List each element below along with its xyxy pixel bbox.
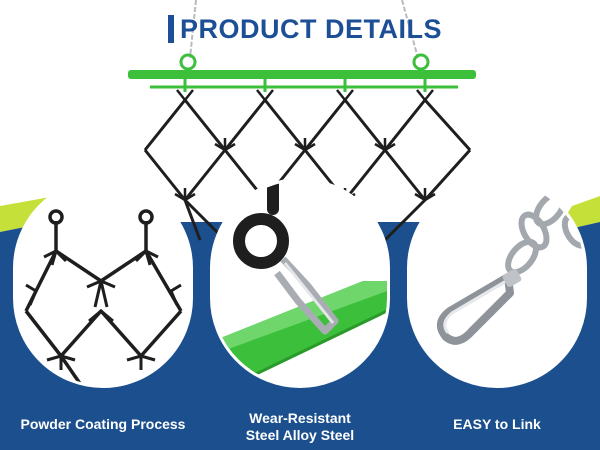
header: PRODUCT DETAILS: [168, 12, 442, 46]
page-title: PRODUCT DETAILS: [180, 13, 442, 44]
snap-hook-chain-image: [410, 181, 584, 385]
chain-mesh-closeup-image: [16, 181, 190, 385]
detail-card-wear-resistant: [210, 178, 390, 388]
feature-caption-easy-link: EASY to Link: [453, 416, 541, 432]
title-accent-bar: [168, 15, 174, 43]
ring-hook-closeup-image: [213, 181, 387, 385]
feature-caption-powder-coating: Powder Coating Process: [20, 416, 186, 432]
green-frame-bar: [128, 53, 476, 92]
detail-card-easy-link: [407, 178, 587, 388]
hanging-chain-right: [401, 0, 419, 59]
detail-card-powder-coating: [13, 178, 193, 388]
feature-caption-wear-resistant: Wear-Resistant Steel Alloy Steel: [245, 410, 355, 443]
hanging-chain-left: [189, 0, 197, 59]
